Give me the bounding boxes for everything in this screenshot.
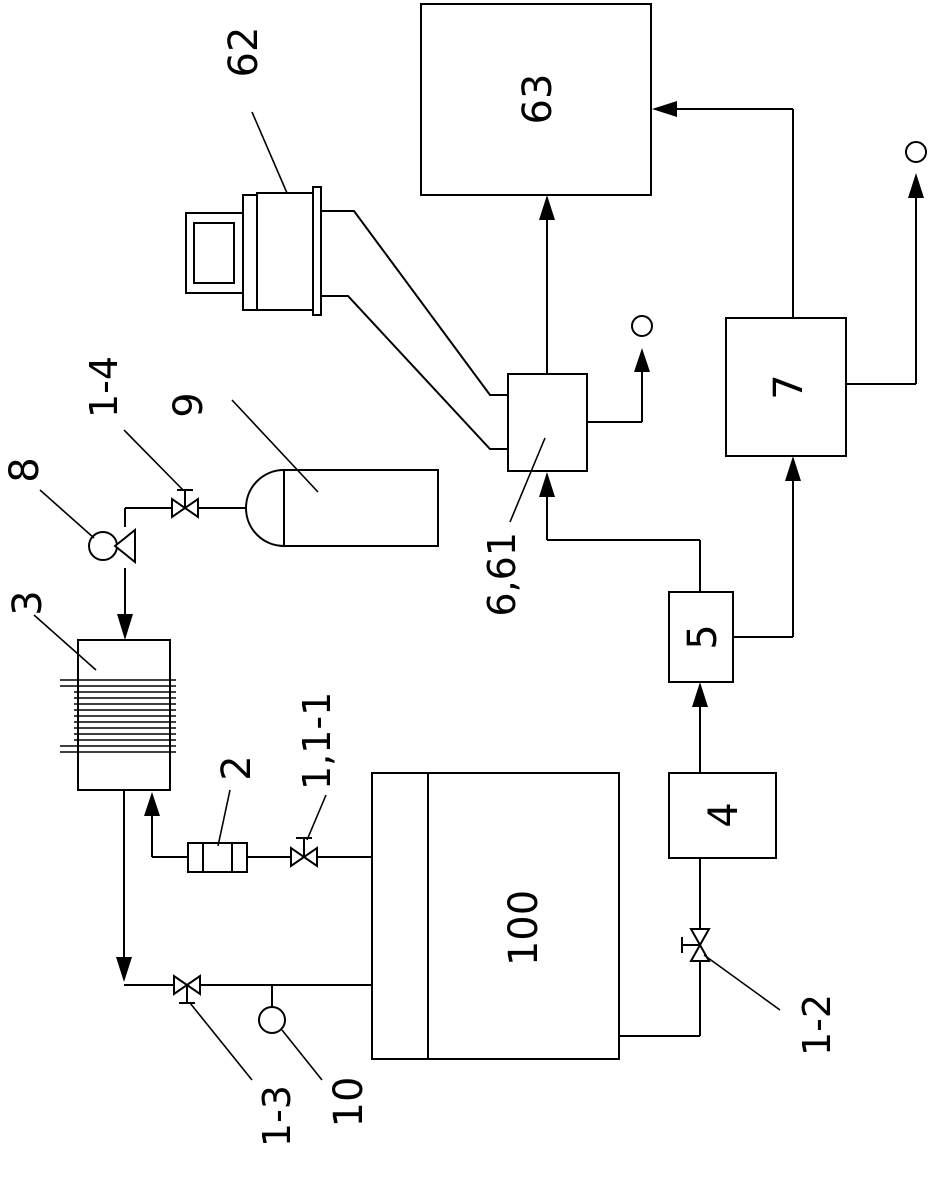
pipe-unit-7-to-recorder [652, 101, 793, 318]
pump-label: 8 [2, 457, 48, 482]
signal-cables [322, 211, 508, 449]
analyzer-vent [587, 316, 652, 422]
leader-pump [40, 490, 94, 538]
valve-1-2-label: 1-2 [795, 994, 839, 1056]
analyzer-6-61 [508, 374, 587, 471]
pipe-tank-to-exchanger [144, 792, 372, 857]
pipe-unit-5-to-unit-7 [733, 456, 801, 637]
leader-valve-1-2 [704, 955, 780, 1010]
leader-valve-1-3 [190, 1003, 252, 1080]
pressure-gauge-10 [259, 985, 285, 1033]
unit-7-vent [846, 142, 926, 384]
flowmeter-2 [188, 843, 247, 872]
valve-1-3-label: 1-3 [255, 1085, 299, 1147]
computer-label: 62 [221, 27, 267, 78]
pipe-tank-to-unit-4 [619, 858, 700, 1036]
unit-5-label: 5 [680, 624, 726, 649]
pump-8 [89, 530, 135, 562]
unit-4-label: 4 [701, 802, 747, 827]
pipe-analyzer-to-recorder [539, 195, 555, 374]
leader-valve-1-4 [124, 430, 183, 490]
flowmeter-label: 2 [214, 755, 260, 780]
leader-flowmeter [218, 790, 230, 846]
leader-gas-cylinder [232, 400, 318, 492]
pipe-cylinder-to-exchanger [117, 508, 246, 640]
heat-exchanger-label: 3 [5, 590, 51, 615]
recorder-label: 63 [515, 74, 561, 125]
gauge-label: 10 [326, 1077, 372, 1128]
valve-main-label: 1,1-1 [295, 692, 339, 790]
pipe-unit-5-to-analyzer [539, 472, 700, 592]
valve-1-1-1 [291, 838, 317, 866]
leader-computer [252, 112, 287, 193]
leader-heat-exchanger [34, 615, 96, 670]
unit-7-label: 7 [766, 374, 812, 399]
gas-cylinder-label: 9 [166, 392, 212, 417]
valve-1-4-label: 1-4 [82, 356, 126, 418]
pipe-unit-4-to-unit-5 [692, 682, 708, 773]
leader-gauge [282, 1030, 322, 1080]
valve-1-4 [172, 490, 198, 517]
leader-valve-main [307, 795, 326, 840]
computer-62 [186, 187, 321, 315]
tank-label: 100 [501, 890, 547, 966]
leader-analyzer [510, 438, 545, 522]
heat-exchanger-3 [60, 640, 176, 790]
valve-1-3 [174, 976, 200, 1003]
gas-cylinder-9 [246, 470, 438, 546]
tank-100 [372, 773, 619, 1059]
analyzer-label: 6,61 [480, 532, 524, 617]
pipe-exchanger-to-tank [116, 790, 372, 985]
